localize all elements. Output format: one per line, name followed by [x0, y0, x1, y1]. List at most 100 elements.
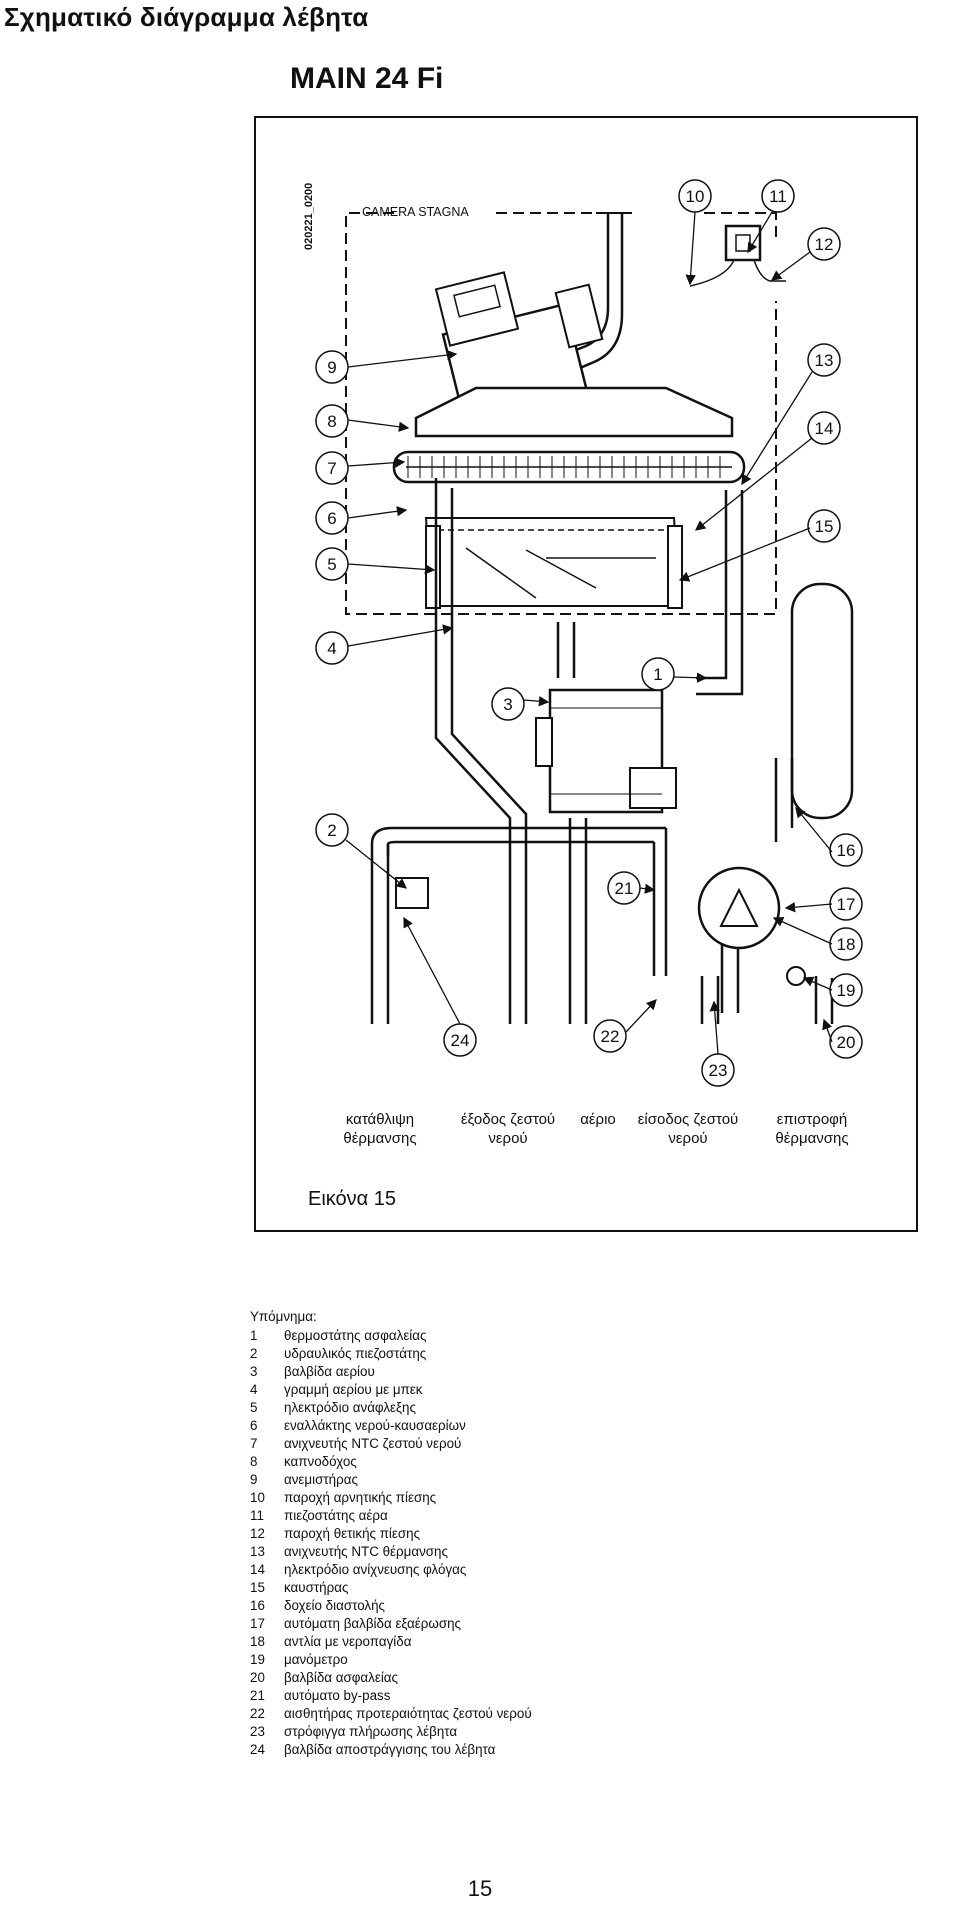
callout-12: [807, 227, 841, 261]
legend-item: 18 αντλία με νεροπαγίδα: [250, 1633, 532, 1651]
legend-item-number: 15: [250, 1580, 265, 1595]
callout-label-21: 21: [615, 879, 634, 898]
legend-item-number: 17: [250, 1616, 265, 1631]
callout-label-13: 13: [815, 351, 834, 370]
callout-label-19: 19: [837, 981, 856, 1000]
callout-label-12: 12: [815, 235, 834, 254]
combustion-hood: [414, 386, 734, 438]
connection-label-hot-water-out-2: νερού: [488, 1130, 527, 1147]
legend-item-number: 4: [250, 1382, 258, 1397]
callout-label-22: 22: [601, 1027, 620, 1046]
legend-item-number: 12: [250, 1526, 265, 1541]
legend-item-text: αυτόματη βαλβίδα εξαέρωσης: [284, 1616, 462, 1631]
manometer: [786, 966, 806, 986]
chamber-label: CAMERA STAGNA: [362, 205, 469, 219]
legend-item-number: 8: [250, 1454, 258, 1469]
page-number: 15: [467, 1876, 493, 1901]
callout-4: [315, 631, 349, 665]
callout-11: [761, 179, 795, 213]
gas-valve: [535, 688, 677, 814]
legend-item-number: 19: [250, 1652, 265, 1667]
legend-item-number: 18: [250, 1634, 265, 1649]
legend-item-number: 13: [250, 1544, 265, 1559]
callout-18: [829, 927, 863, 961]
callout-label-4: 4: [327, 639, 336, 658]
legend-item-number: 9: [250, 1472, 258, 1487]
legend-item-number: 16: [250, 1598, 265, 1613]
legend-item-number: 23: [250, 1724, 265, 1739]
callout-7: [315, 451, 349, 485]
legend-item: 13 ανιχνευτής NTC θέρμανσης: [250, 1543, 532, 1561]
legend-item-text: μανόμετρο: [284, 1652, 348, 1667]
air-pressure-switch: [689, 224, 786, 287]
heat-exchanger: [392, 450, 746, 484]
callout-label-20: 20: [837, 1033, 856, 1052]
legend-item-text: ανεμιστήρας: [284, 1472, 358, 1487]
legend-item-text: αντλία με νεροπαγίδα: [284, 1634, 412, 1649]
callout-label-23: 23: [709, 1061, 728, 1080]
callout-label-6: 6: [327, 509, 336, 528]
legend-item-number: 24: [250, 1742, 265, 1757]
callout-22: [593, 1019, 627, 1053]
legend-item-text: ανιχνευτής NTC ζεστού νερού: [284, 1436, 462, 1451]
legend-item: 4 γραμμή αερίου με μπεκ: [250, 1381, 532, 1399]
connection-label-heating-return-1: επιστροφή: [777, 1111, 848, 1128]
legend-item-number: 1: [250, 1328, 258, 1343]
legend-item-text: καπνοδόχος: [284, 1454, 357, 1469]
legend-item-text: βαλβίδα αποστράγγισης του λέβητα: [284, 1742, 496, 1757]
connection-label-heating-flow-1: κατάθλιψη: [346, 1111, 414, 1128]
legend-item-number: 22: [250, 1706, 265, 1721]
callout-label-11: 11: [769, 187, 787, 206]
callout-label-15: 15: [815, 517, 834, 536]
legend-item: 9 ανεμιστήρας: [250, 1471, 532, 1489]
legend-item-text: καυστήρας: [284, 1580, 349, 1595]
legend-item: 8 καπνοδόχος: [250, 1453, 532, 1471]
drawing-code: 020221_0200: [303, 183, 315, 250]
legend-item-text: βαλβίδα ασφαλείας: [284, 1670, 398, 1685]
boiler-schematic: 020221_0200 CAMERA STAGNA: [303, 179, 863, 1147]
callout-label-2: 2: [327, 821, 336, 840]
callout-label-3: 3: [503, 695, 512, 714]
callout-label-8: 8: [327, 412, 336, 431]
legend-item-number: 5: [250, 1400, 258, 1415]
legend-item-text: ανιχνευτής NTC θέρμανσης: [284, 1544, 448, 1559]
legend-item-number: 11: [250, 1508, 264, 1523]
callout-15: [807, 509, 841, 543]
legend-item-number: 10: [250, 1490, 265, 1505]
connection-label-gas: αέριο: [580, 1111, 616, 1128]
legend-item-text: αυτόματο by-pass: [284, 1688, 391, 1703]
callout-13: [807, 343, 841, 377]
legend-item-text: γραμμή αερίου με μπεκ: [284, 1382, 423, 1397]
legend-item-text: υδραυλικός πιεζοστάτης: [284, 1346, 427, 1361]
connection-label-hot-water-out-1: έξοδος ζεστού: [461, 1111, 555, 1128]
legend-title: Υπόμνημα:: [250, 1309, 317, 1324]
hydraulic-pressure-switch: [395, 877, 429, 909]
pump: [697, 866, 781, 950]
connection-label-heating-return-2: θέρμανσης: [775, 1130, 848, 1147]
legend-item-text: ηλεκτρόδιο ανάφλεξης: [284, 1400, 416, 1415]
legend-item: 22 αισθητήρας προτεραιότητας ζεστού νερού: [250, 1705, 532, 1723]
connection-label-water-in-1: είσοδος ζεστού: [638, 1111, 739, 1128]
legend-item-text: ηλεκτρόδιο ανίχνευσης φλόγας: [284, 1562, 467, 1577]
legend-item-text: αισθητήρας προτεραιότητας ζεστού νερού: [284, 1706, 532, 1721]
flue-pipe: [555, 212, 632, 376]
figure-caption: Εικόνα 15: [308, 1188, 397, 1210]
legend-item-text: εναλλάκτης νερού-καυσαερίων: [284, 1418, 466, 1433]
callout-label-14: 14: [815, 419, 834, 438]
callout-2: [315, 813, 349, 847]
legend-item-text: βαλβίδα αερίου: [284, 1364, 375, 1379]
legend-item: 19 μανόμετρο: [250, 1651, 532, 1669]
connection-tails: [370, 976, 834, 1024]
